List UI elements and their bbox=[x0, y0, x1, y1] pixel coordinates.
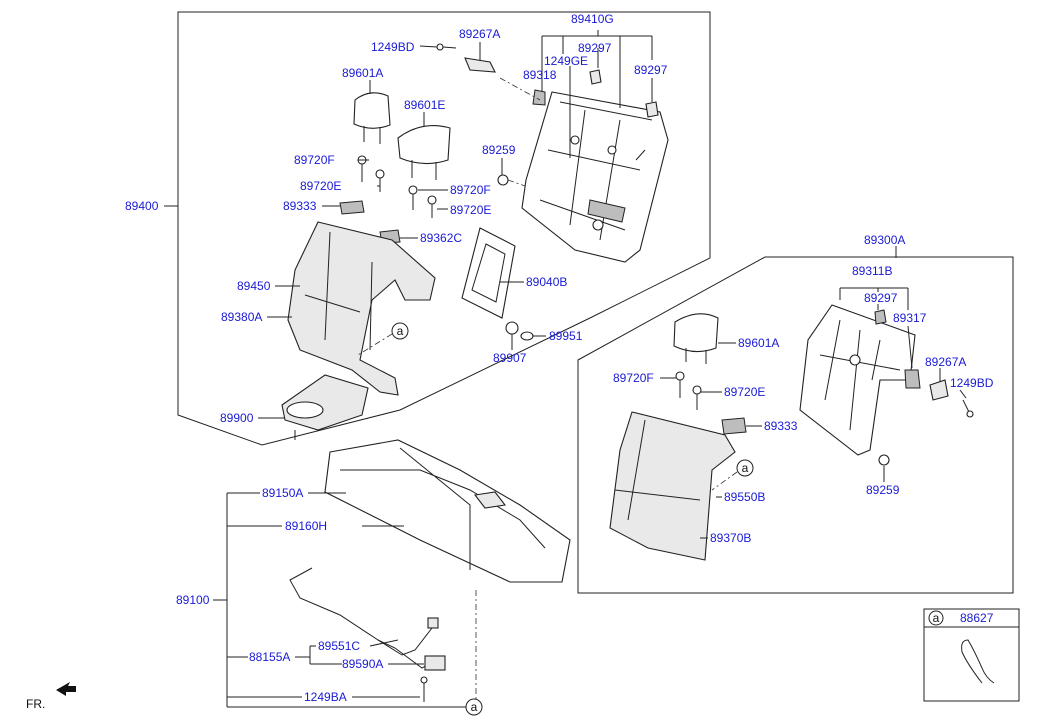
clip-88627 bbox=[961, 639, 995, 684]
guides-lower bbox=[675, 371, 702, 410]
label-1249BA: 1249BA bbox=[304, 690, 347, 704]
washer-89951 bbox=[520, 331, 534, 341]
label-89590A: 89590A bbox=[342, 657, 383, 671]
bolt-89907 bbox=[505, 321, 519, 335]
label-89720E-b: 89720E bbox=[450, 203, 491, 217]
label-89150A: 89150A bbox=[262, 486, 303, 500]
bushing-89297-b bbox=[645, 101, 659, 118]
label-89601E: 89601E bbox=[404, 98, 445, 112]
label-89550B: 89550B bbox=[724, 490, 765, 504]
back-cushion-89450 bbox=[287, 221, 436, 396]
group-89300A-frame bbox=[577, 256, 1014, 594]
label-89900: 89900 bbox=[220, 411, 254, 425]
label-89720F-a: 89720F bbox=[294, 153, 335, 167]
label-89601A-a: 89601A bbox=[342, 66, 383, 80]
label-89370B: 89370B bbox=[710, 531, 751, 545]
seatback-frame-89410G bbox=[521, 91, 669, 263]
label-89410G: 89410G bbox=[571, 12, 614, 26]
legend-a-box bbox=[923, 608, 1020, 702]
label-89720E-c: 89720E bbox=[724, 385, 765, 399]
bolt-1249BD-b bbox=[962, 399, 974, 418]
latch-cover-89267A bbox=[464, 57, 496, 73]
latch-cover-89267A-b bbox=[929, 379, 949, 401]
label-89297-a: 89297 bbox=[578, 41, 612, 55]
label-89551C: 89551C bbox=[318, 639, 360, 653]
label-89720E-a: 89720E bbox=[300, 179, 341, 193]
svg-text:a: a bbox=[933, 611, 940, 625]
callout-a-legend: a bbox=[928, 610, 944, 626]
svg-text:a: a bbox=[742, 461, 749, 475]
label-89333-b: 89333 bbox=[764, 419, 798, 433]
label-89318: 89318 bbox=[523, 68, 557, 82]
bracket-89040B bbox=[461, 227, 516, 319]
bezel-89333-b bbox=[721, 417, 747, 435]
label-89317: 89317 bbox=[893, 311, 927, 325]
part-labels: 89400 1249BD 89267A 89410G 89297 89318 1… bbox=[125, 12, 994, 704]
callout-a-2: a bbox=[736, 459, 754, 477]
label-89297-c: 89297 bbox=[864, 291, 898, 305]
bolt-1249BA bbox=[420, 676, 428, 702]
label-89259-a: 89259 bbox=[482, 143, 516, 157]
stopper-89259-b bbox=[878, 454, 890, 466]
label-89720F-b: 89720F bbox=[450, 183, 491, 197]
label-89400: 89400 bbox=[125, 199, 159, 213]
callout-a-3: a bbox=[465, 698, 483, 716]
seat-cushion-89160H bbox=[324, 439, 571, 583]
label-89951: 89951 bbox=[549, 329, 583, 343]
label-89601A-b: 89601A bbox=[738, 336, 779, 350]
label-89362C: 89362C bbox=[420, 231, 462, 245]
label-1249GE: 1249GE bbox=[544, 54, 588, 68]
front-arrow: FR. bbox=[26, 682, 76, 711]
label-89160H: 89160H bbox=[285, 519, 327, 533]
bolt-1249BD bbox=[436, 43, 457, 51]
seatback-frame-89311B bbox=[799, 304, 916, 456]
callout-a-1: a bbox=[391, 322, 409, 340]
bezel-89333-a bbox=[339, 200, 365, 215]
group-89400-frame bbox=[177, 11, 711, 446]
label-89100: 89100 bbox=[176, 593, 210, 607]
striker-89317 bbox=[904, 369, 921, 389]
headrest-89601E bbox=[397, 125, 451, 180]
label-89300A: 89300A bbox=[864, 233, 905, 247]
label-89720F-c: 89720F bbox=[613, 371, 654, 385]
back-cushion-89370B bbox=[609, 411, 736, 561]
label-89040B: 89040B bbox=[526, 275, 567, 289]
label-89297-b: 89297 bbox=[634, 63, 668, 77]
armrest-89900 bbox=[281, 374, 369, 440]
label-89259-b: 89259 bbox=[866, 483, 900, 497]
bushing-89297-a bbox=[589, 69, 602, 85]
stopper-89259-a bbox=[497, 174, 509, 186]
label-1249BD-a: 1249BD bbox=[371, 40, 415, 54]
label-88627: 88627 bbox=[960, 611, 994, 625]
bushing-89297-c bbox=[874, 309, 887, 325]
wiring-harness-88155A bbox=[289, 567, 446, 671]
label-89267A-a: 89267A bbox=[459, 27, 500, 41]
leader-lines bbox=[164, 30, 967, 708]
label-89333-a: 89333 bbox=[283, 199, 317, 213]
svg-text:FR.: FR. bbox=[26, 697, 45, 711]
label-89267A-b: 89267A bbox=[925, 355, 966, 369]
headrest-89601A-b bbox=[673, 313, 719, 364]
label-89907: 89907 bbox=[493, 351, 527, 365]
label-89311B: 89311B bbox=[852, 264, 892, 278]
guides-upper bbox=[357, 155, 437, 218]
svg-text:a: a bbox=[471, 700, 478, 714]
label-89380A: 89380A bbox=[221, 310, 262, 324]
label-1249BD-b: 1249BD bbox=[950, 376, 994, 390]
svg-text:a: a bbox=[397, 324, 404, 338]
label-89450: 89450 bbox=[237, 279, 271, 293]
headrest-89601A-a bbox=[353, 92, 391, 144]
label-88155A: 88155A bbox=[249, 650, 290, 664]
striker-89318 bbox=[532, 89, 546, 106]
